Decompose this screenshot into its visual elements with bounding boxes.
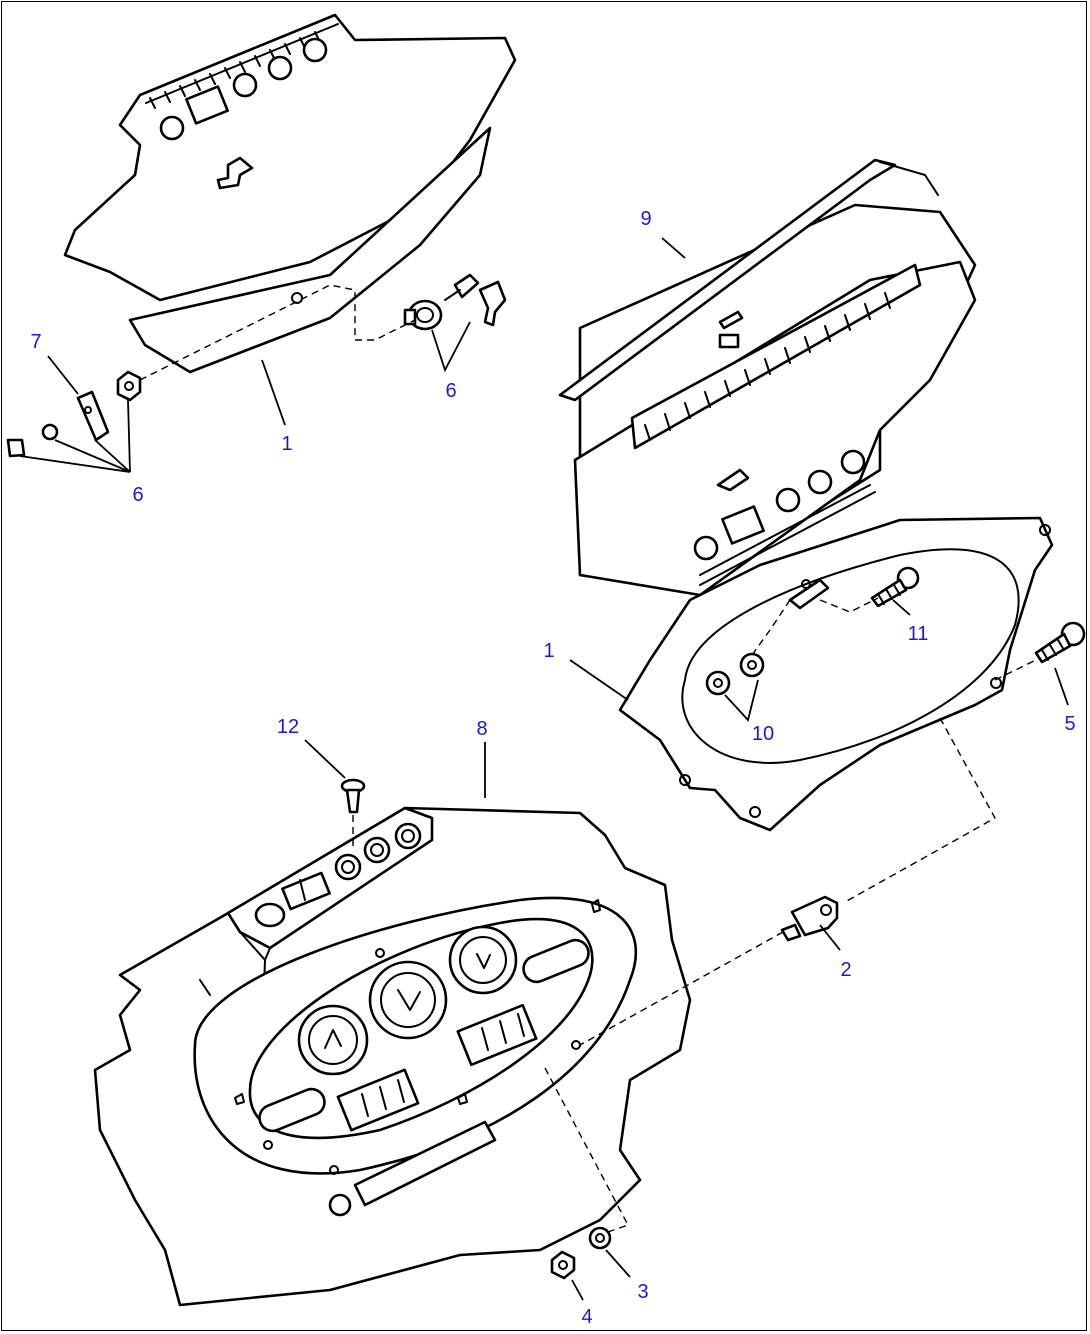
leader-10 xyxy=(724,679,759,722)
leader-6b xyxy=(19,399,131,473)
open-cover-assembly xyxy=(558,158,1054,832)
gauge-right xyxy=(448,925,518,995)
callout-9: 9 xyxy=(640,208,651,230)
callout-3: 3 xyxy=(637,1281,648,1303)
hinge-open xyxy=(630,263,922,450)
top-console xyxy=(254,822,422,928)
washers-10 xyxy=(705,652,765,696)
hinge-top xyxy=(149,31,321,109)
assembly-line-2 xyxy=(579,717,996,1046)
callout-1-upper: 1 xyxy=(281,433,292,455)
callout-4: 4 xyxy=(581,1306,592,1328)
assembly-line-upper-left xyxy=(139,284,416,381)
leader-9 xyxy=(661,237,686,259)
key-lock-assembly xyxy=(403,273,507,331)
callout-12: 12 xyxy=(277,716,299,738)
callout-10: 10 xyxy=(752,723,774,745)
leader-1b xyxy=(569,659,629,701)
leader-6a xyxy=(431,321,471,373)
callout-6-key: 6 xyxy=(445,380,456,402)
gauge-left xyxy=(297,1004,369,1076)
assembly-line-11 xyxy=(819,597,879,613)
callout-8: 8 xyxy=(476,718,487,740)
nut-4 xyxy=(550,1250,576,1280)
screw-12 xyxy=(340,778,366,814)
leader-4 xyxy=(571,1279,584,1301)
callout-6-fasteners: 6 xyxy=(132,484,143,506)
assembly-line-10 xyxy=(751,599,791,656)
callout-2: 2 xyxy=(840,959,851,981)
leader-2 xyxy=(819,924,841,951)
screw-11 xyxy=(870,566,920,608)
top-cover-closed xyxy=(63,13,517,374)
leader-3 xyxy=(605,1249,631,1278)
assembly-line-5 xyxy=(994,657,1041,681)
callout-1-right: 1 xyxy=(543,640,554,662)
switch-bank-lower xyxy=(336,1068,420,1132)
callout-5: 5 xyxy=(1064,713,1075,735)
leader-11 xyxy=(892,599,911,616)
callout-7: 7 xyxy=(30,331,41,353)
washer-3 xyxy=(588,1226,612,1250)
leader-7 xyxy=(47,355,79,395)
screw-5 xyxy=(1034,621,1086,664)
latch-fasteners xyxy=(6,370,142,458)
switch-bank-upper xyxy=(456,1003,538,1067)
callout-11: 11 xyxy=(908,623,929,645)
gauge-center xyxy=(368,960,448,1040)
leader-12 xyxy=(304,739,346,779)
leader-1a xyxy=(261,359,286,426)
bulb-2 xyxy=(780,895,839,942)
dashboard-panel xyxy=(93,806,692,1307)
leader-5 xyxy=(1054,667,1069,706)
